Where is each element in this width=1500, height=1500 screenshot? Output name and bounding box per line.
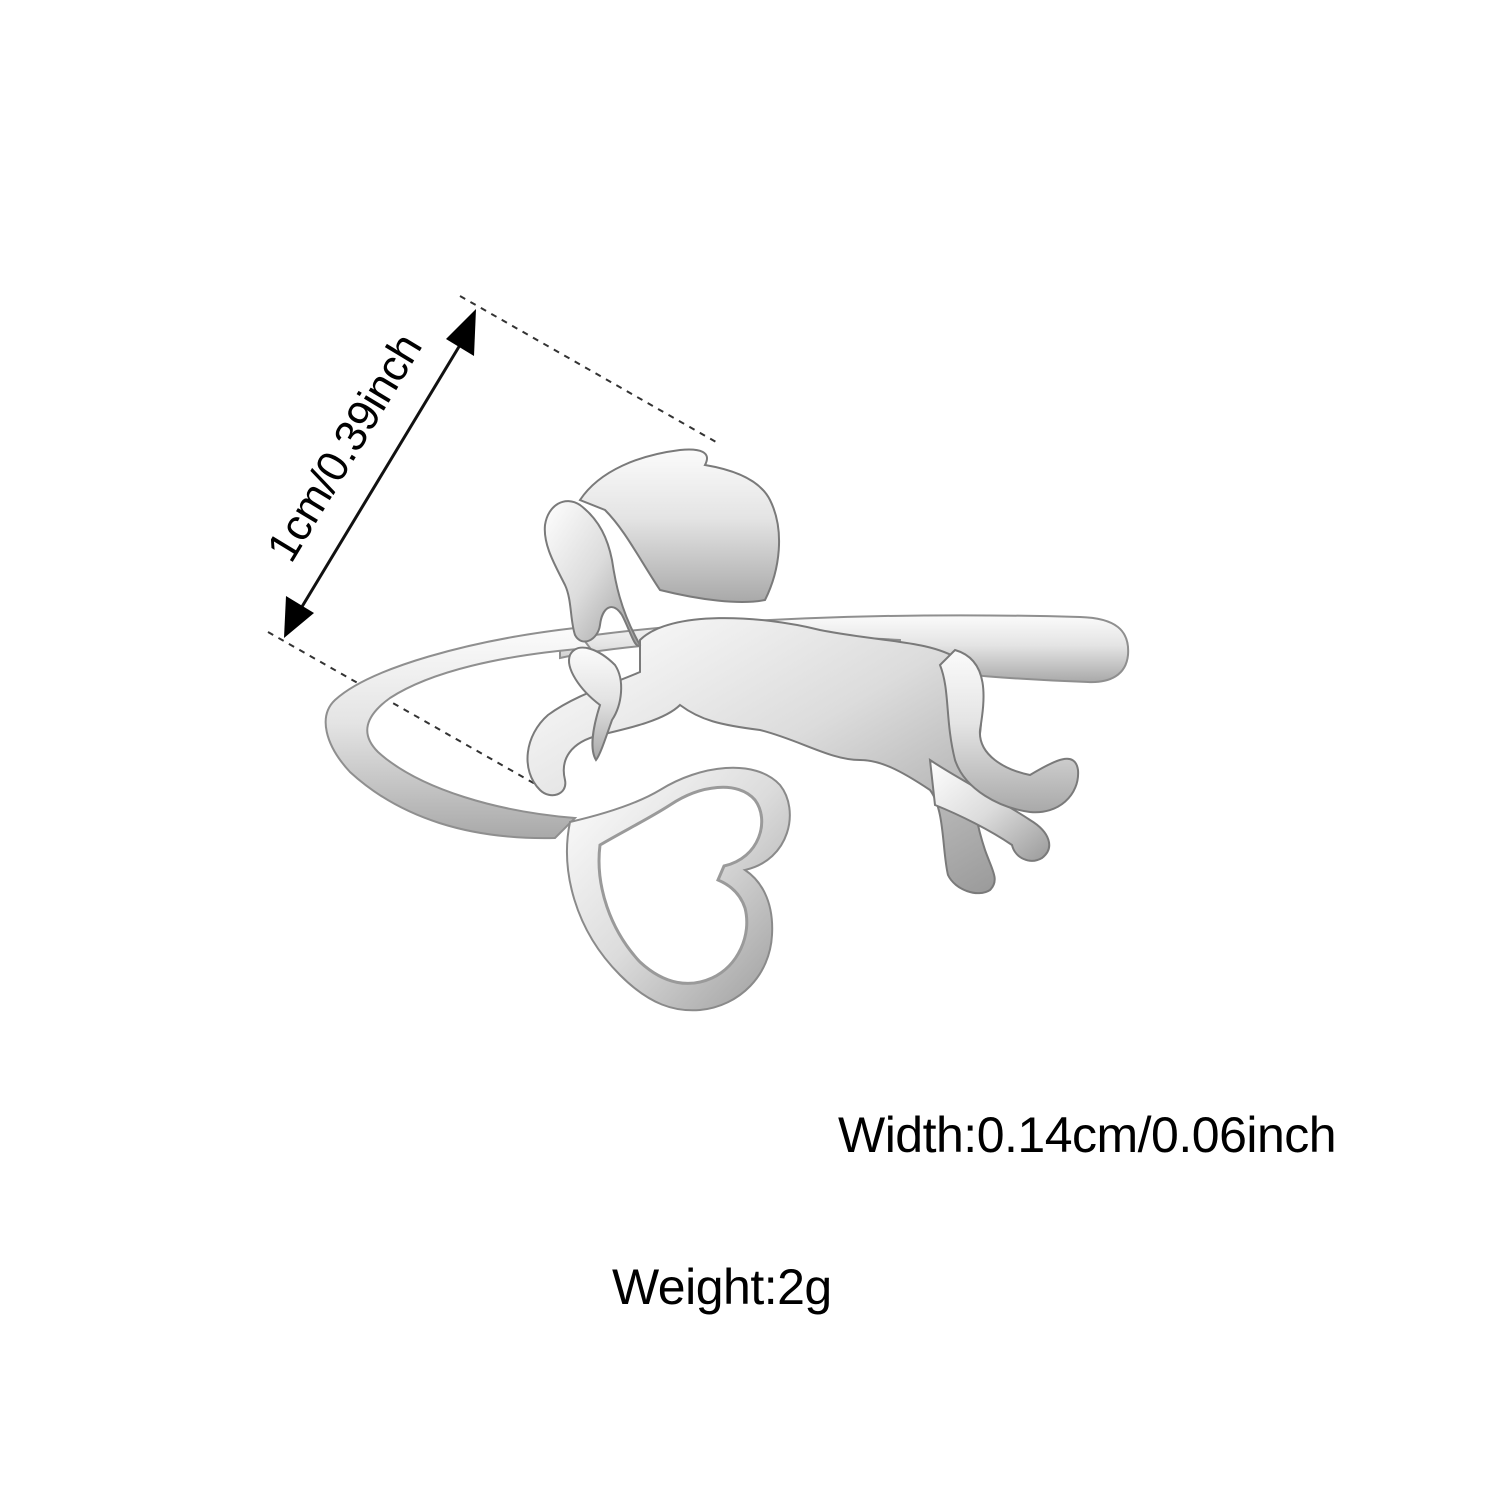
- dimension-line: [298, 344, 462, 611]
- horse-mane: [578, 448, 780, 603]
- horse-neck-head: [543, 500, 642, 647]
- ring-band-front: [324, 626, 592, 840]
- dashed-extension-line-bottom: [267, 631, 538, 786]
- arrowhead-up-icon: [446, 309, 476, 356]
- height-dimension-guide: [267, 295, 717, 786]
- horse-tail: [938, 648, 1080, 814]
- weight-measurement-label: Weight:2g: [612, 1259, 832, 1315]
- heart-icon: [566, 766, 791, 1012]
- horse-figure: [526, 448, 1080, 895]
- dashed-extension-line-top: [459, 295, 717, 443]
- width-measurement-label: Width:0.14cm/0.06inch: [838, 1107, 1337, 1163]
- horse-front-leg: [568, 646, 623, 762]
- ring: [324, 614, 1130, 1012]
- arrowhead-down-icon: [284, 596, 314, 638]
